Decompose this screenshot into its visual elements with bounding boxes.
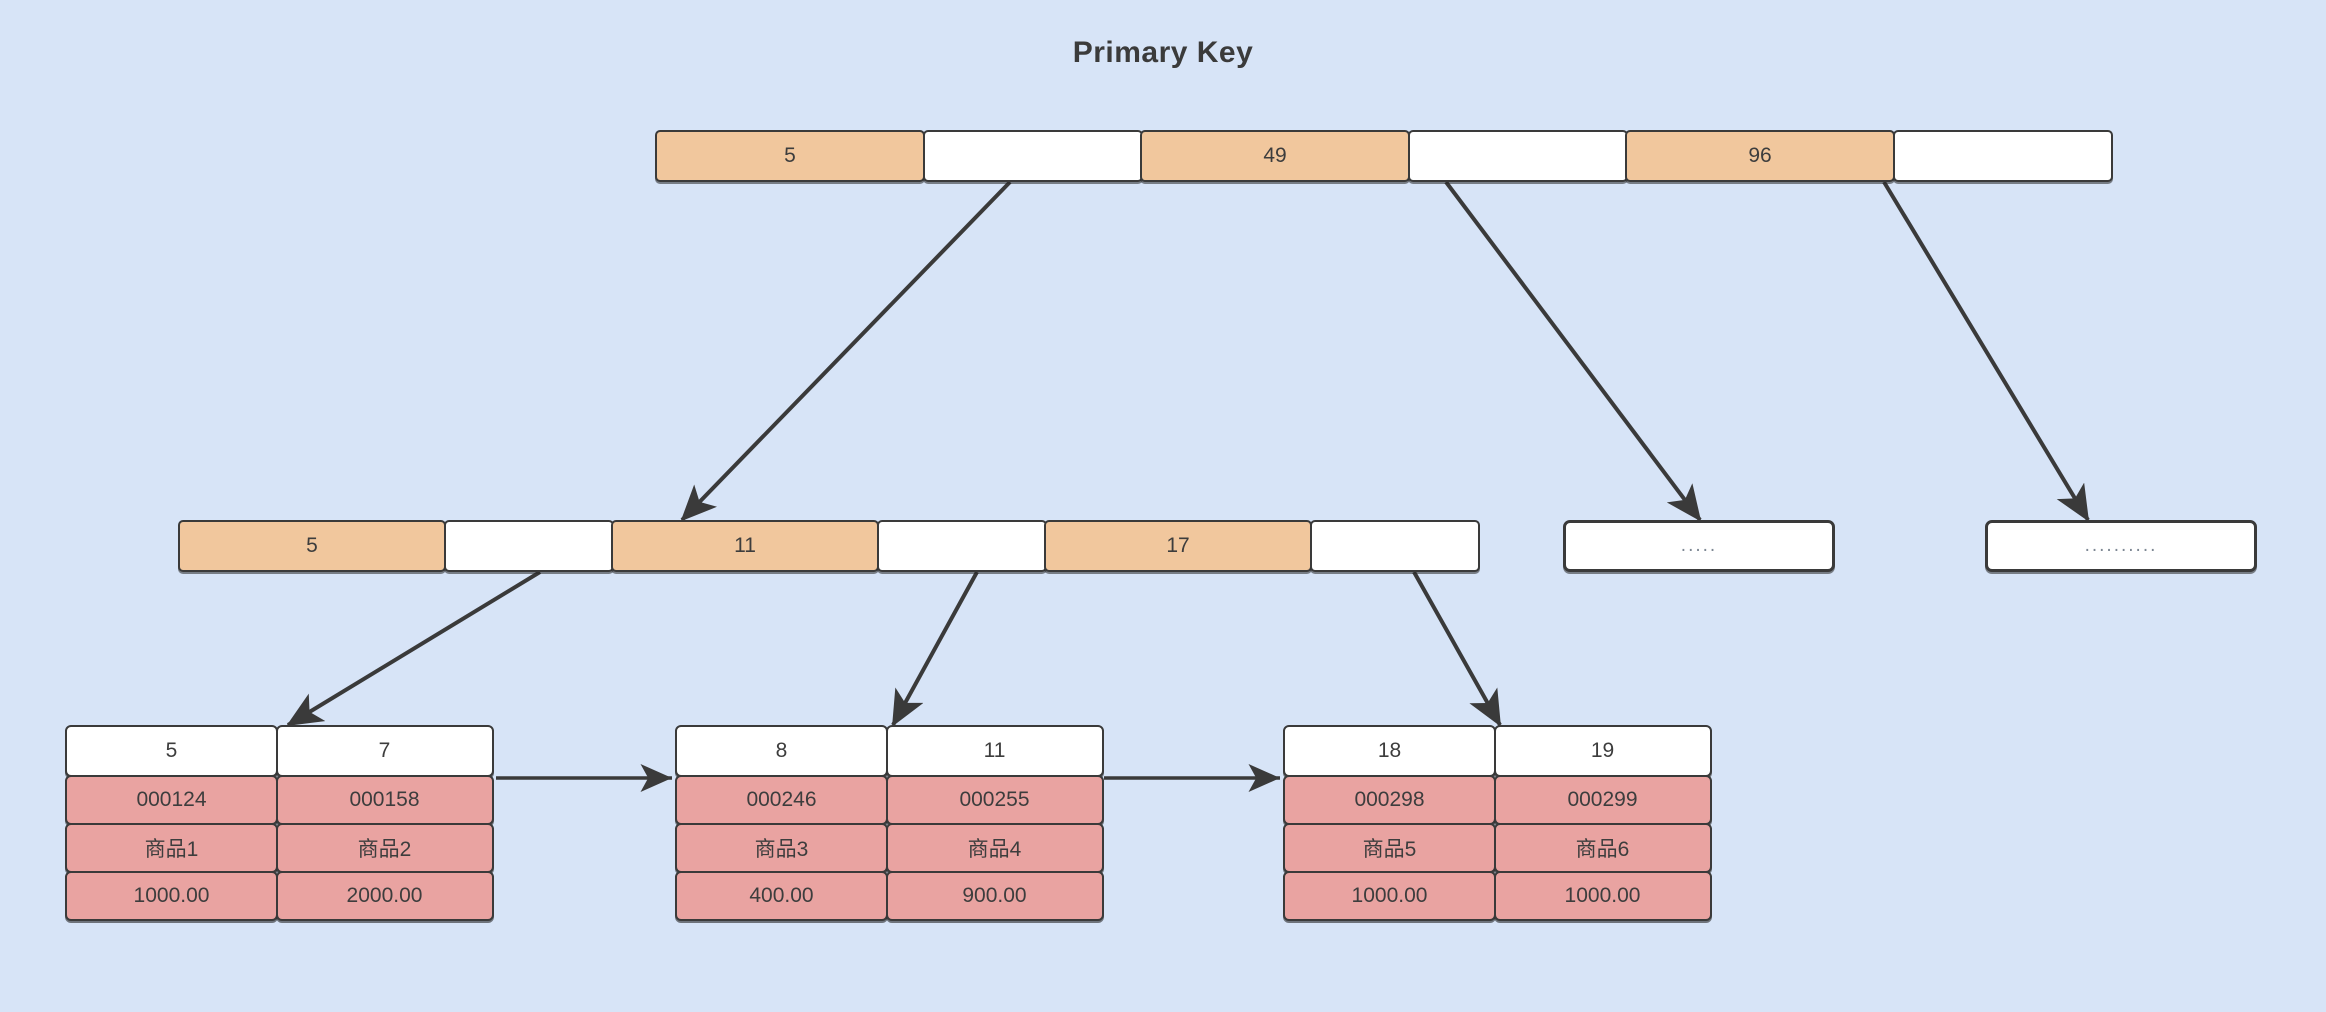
leaf-price-cell[interactable]: 1000.00 xyxy=(1493,871,1712,921)
page-title: Primary Key xyxy=(1072,36,1254,69)
internal-index-node-1: 5 11 17 xyxy=(178,520,1480,572)
leaf-node-1-column-2: 7 000158 商品2 2000.00 xyxy=(275,725,494,921)
leaf-product-cell[interactable]: 商品3 xyxy=(675,823,888,873)
root-pointer-cell-3[interactable] xyxy=(1892,130,2113,182)
internal-1-pointer-cell-1[interactable] xyxy=(443,520,614,572)
leaf-product-cell[interactable]: 商品5 xyxy=(1283,823,1496,873)
leaf-price-cell[interactable]: 900.00 xyxy=(885,871,1104,921)
root-key-cell-3[interactable]: 96 xyxy=(1625,130,1895,182)
leaf-rowid-cell[interactable]: 000124 xyxy=(65,775,278,825)
leaf-product-cell[interactable]: 商品1 xyxy=(65,823,278,873)
leaf-price-cell[interactable]: 1000.00 xyxy=(65,871,278,921)
arrow-root-to-ellipsis-1 xyxy=(1444,180,1702,522)
leaf-rowid-cell[interactable]: 000298 xyxy=(1283,775,1496,825)
leaf-node-1-column-1: 5 000124 商品1 1000.00 xyxy=(65,725,278,921)
leaf-product-cell[interactable]: 商品6 xyxy=(1493,823,1712,873)
leaf-rowid-cell[interactable]: 000158 xyxy=(275,775,494,825)
internal-1-key-cell-2[interactable]: 11 xyxy=(611,520,879,572)
leaf-price-cell[interactable]: 1000.00 xyxy=(1283,871,1496,921)
leaf-node-3: 18 000298 商品5 1000.00 19 000299 商品6 1000… xyxy=(1283,725,1712,921)
leaf-key-cell[interactable]: 7 xyxy=(275,725,494,777)
leaf-node-3-column-2: 19 000299 商品6 1000.00 xyxy=(1493,720,1712,921)
arrow-internal-1-to-leaf-3 xyxy=(1412,571,1502,727)
internal-1-key-cell-1[interactable]: 5 xyxy=(178,520,446,572)
root-key-cell-2[interactable]: 49 xyxy=(1140,130,1410,182)
arrow-root-to-ellipsis-2 xyxy=(1882,180,2090,522)
leaf-rowid-cell[interactable]: 000246 xyxy=(675,775,888,825)
internal-1-pointer-cell-2[interactable] xyxy=(876,520,1047,572)
internal-1-key-cell-3[interactable]: 17 xyxy=(1044,520,1312,572)
root-pointer-cell-2[interactable] xyxy=(1407,130,1628,182)
arrow-internal-1-to-leaf-2 xyxy=(891,571,979,727)
leaf-rowid-cell[interactable]: 000255 xyxy=(885,775,1104,825)
leaf-key-cell[interactable]: 5 xyxy=(65,725,278,777)
internal-ellipsis-node-1[interactable]: ..... xyxy=(1563,520,1835,572)
root-pointer-cell-1[interactable] xyxy=(922,130,1143,182)
root-index-node: 5 49 96 xyxy=(655,130,2113,182)
leaf-key-cell[interactable]: 11 xyxy=(885,725,1104,777)
leaf-key-cell[interactable]: 8 xyxy=(675,725,888,777)
leaf-key-cell[interactable]: 19 xyxy=(1493,725,1712,777)
leaf-price-cell[interactable]: 2000.00 xyxy=(275,871,494,921)
arrow-internal-1-to-leaf-1 xyxy=(286,570,542,727)
root-key-cell-1[interactable]: 5 xyxy=(655,130,925,182)
leaf-rowid-cell[interactable]: 000299 xyxy=(1493,775,1712,825)
leaf-node-2-column-1: 8 000246 商品3 400.00 xyxy=(675,725,888,921)
leaf-product-cell[interactable]: 商品2 xyxy=(275,823,494,873)
internal-ellipsis-node-2[interactable]: .......... xyxy=(1985,520,2257,572)
leaf-product-cell[interactable]: 商品4 xyxy=(885,823,1104,873)
leaf-node-3-column-1: 18 000298 商品5 1000.00 xyxy=(1283,725,1496,921)
leaf-node-2: 8 000246 商品3 400.00 11 000255 商品4 900.00 xyxy=(675,725,1104,921)
internal-1-pointer-cell-3[interactable] xyxy=(1309,520,1480,572)
leaf-price-cell[interactable]: 400.00 xyxy=(675,871,888,921)
leaf-node-1: 5 000124 商品1 1000.00 7 000158 商品2 2000.0… xyxy=(65,725,494,921)
leaf-key-cell[interactable]: 18 xyxy=(1283,725,1496,777)
leaf-node-2-column-2: 11 000255 商品4 900.00 xyxy=(885,725,1104,921)
arrow-root-to-internal-1 xyxy=(680,180,1012,522)
